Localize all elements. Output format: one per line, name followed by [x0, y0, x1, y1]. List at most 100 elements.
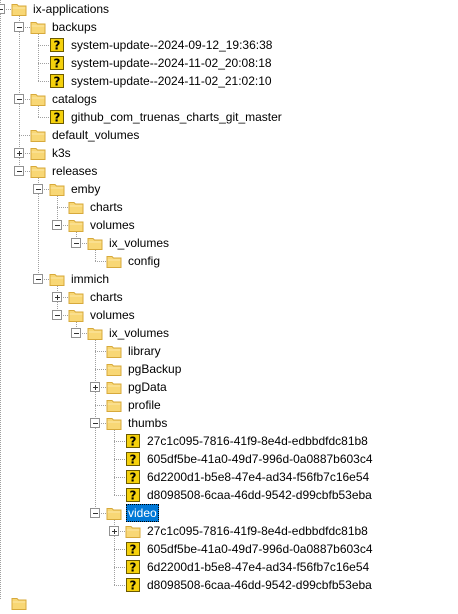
- unknown-file-icon: ?: [125, 469, 141, 485]
- tree-guide-line: [38, 171, 39, 279]
- collapse-toggle-icon[interactable]: [90, 508, 100, 518]
- tree-row[interactable]: ?6d2200d1-b5e8-47e4-ad34-f56fb7c16e54: [0, 558, 458, 576]
- folder-icon: [87, 325, 103, 341]
- tree-row[interactable]: charts: [0, 288, 458, 306]
- tree-item-label[interactable]: system-update--2024-09-12_19:36:38: [71, 38, 273, 52]
- svg-text:?: ?: [130, 543, 137, 557]
- tree-row[interactable]: pgData: [0, 378, 458, 396]
- tree-item-label[interactable]: 27c1c095-7816-41f9-8e4d-edbbdfdc81b8: [147, 434, 368, 448]
- svg-text:?: ?: [130, 489, 137, 503]
- folder-icon: [11, 595, 27, 611]
- tree-item-label[interactable]: 27c1c095-7816-41f9-8e4d-edbbdfdc81b8: [147, 524, 368, 538]
- folder-icon: [30, 19, 46, 35]
- tree-row[interactable]: ?27c1c095-7816-41f9-8e4d-edbbdfdc81b8: [0, 432, 458, 450]
- collapse-toggle-icon[interactable]: [14, 22, 24, 32]
- tree-item-label[interactable]: ix_volumes: [109, 236, 170, 250]
- tree-row[interactable]: profile: [0, 396, 458, 414]
- tree-guide-line: [38, 45, 51, 46]
- tree-row[interactable]: 27c1c095-7816-41f9-8e4d-edbbdfdc81b8: [0, 522, 458, 540]
- tree-item-label[interactable]: profile: [128, 398, 161, 412]
- svg-text:?: ?: [54, 75, 61, 89]
- tree-row[interactable]: backups: [0, 18, 458, 36]
- collapse-toggle-icon[interactable]: [14, 94, 24, 104]
- tree-item-label[interactable]: 6d2200d1-b5e8-47e4-ad34-f56fb7c16e54: [147, 560, 370, 574]
- tree-item-label[interactable]: default_volumes: [52, 128, 140, 142]
- tree-item-label[interactable]: 6d2200d1-b5e8-47e4-ad34-f56fb7c16e54: [147, 470, 370, 484]
- collapse-toggle-icon[interactable]: [52, 220, 62, 230]
- tree-row[interactable]: volumes: [0, 216, 458, 234]
- expand-toggle-icon[interactable]: [109, 526, 119, 536]
- collapse-toggle-icon[interactable]: [71, 238, 81, 248]
- tree-item-label[interactable]: thumbs: [128, 416, 168, 430]
- tree-item-label[interactable]: k3s: [52, 146, 71, 160]
- tree-item-label[interactable]: 605df5be-41a0-49d7-996d-0a0887b603c4: [147, 542, 373, 556]
- collapse-toggle-icon[interactable]: [71, 328, 81, 338]
- tree-row[interactable]: catalogs: [0, 90, 458, 108]
- tree-row[interactable]: config: [0, 252, 458, 270]
- tree-item-label[interactable]: releases: [52, 164, 98, 178]
- expand-toggle-icon[interactable]: [90, 382, 100, 392]
- collapse-toggle-icon[interactable]: [52, 310, 62, 320]
- tree-item-label[interactable]: ix_volumes: [109, 326, 170, 340]
- tree-guide-line: [38, 189, 51, 190]
- tree-row[interactable]: library: [0, 342, 458, 360]
- tree-row[interactable]: ?system-update--2024-09-12_19:36:38: [0, 36, 458, 54]
- tree-item-label[interactable]: pgData: [128, 380, 167, 394]
- collapse-toggle-icon[interactable]: [90, 418, 100, 428]
- tree-item-label[interactable]: charts: [90, 200, 123, 214]
- folder-icon: [11, 1, 27, 17]
- tree-item-label[interactable]: system-update--2024-11-02_20:08:18: [71, 56, 272, 70]
- tree-item-label[interactable]: system-update--2024-11-02_21:02:10: [71, 74, 272, 88]
- tree-item-label[interactable]: backups: [52, 20, 97, 34]
- tree-row[interactable]: pgBackup: [0, 360, 458, 378]
- tree-row[interactable]: ? d8098508-6caa-46dd-9542-d99cbfb53eba: [0, 486, 458, 504]
- tree-row[interactable]: video: [0, 504, 458, 522]
- tree-row[interactable]: k3s: [0, 144, 458, 162]
- tree-item-label[interactable]: library: [128, 344, 161, 358]
- tree-item-label[interactable]: volumes: [90, 308, 135, 322]
- collapse-toggle-icon[interactable]: [33, 184, 43, 194]
- tree-item-label[interactable]: d8098508-6caa-46dd-9542-d99cbfb53eba: [147, 488, 372, 502]
- tree-row[interactable]: ?605df5be-41a0-49d7-996d-0a0887b603c4: [0, 450, 458, 468]
- tree-item-label[interactable]: pgBackup: [128, 362, 182, 376]
- tree-row[interactable]: charts: [0, 198, 458, 216]
- tree-row[interactable]: emby: [0, 180, 458, 198]
- tree-row[interactable]: volumes: [0, 306, 458, 324]
- tree-item-label[interactable]: 605df5be-41a0-49d7-996d-0a0887b603c4: [147, 452, 373, 466]
- tree-item-label[interactable]: github_com_truenas_charts_git_master: [71, 110, 282, 124]
- folder-icon: [106, 397, 122, 413]
- tree-row[interactable]: ?system-update--2024-11-02_20:08:18: [0, 54, 458, 72]
- tree-item-label[interactable]: video: [126, 504, 159, 522]
- tree-row-partial[interactable]: [0, 594, 458, 612]
- tree-item-label[interactable]: immich: [71, 272, 109, 286]
- tree-item-label[interactable]: catalogs: [52, 92, 97, 106]
- tree-row[interactable]: ? 605df5be-41a0-49d7-996d-0a0887b603c4: [0, 540, 458, 558]
- collapse-toggle-icon[interactable]: [14, 166, 24, 176]
- collapse-toggle-icon[interactable]: [33, 274, 43, 284]
- tree-item-label[interactable]: emby: [71, 182, 101, 196]
- tree-item-label[interactable]: ix-applications: [33, 2, 110, 16]
- tree-row[interactable]: ? github_com_truenas_charts_git_master: [0, 108, 458, 126]
- tree-row[interactable]: ?d8098508-6caa-46dd-9542-d99cbfb53eba: [0, 576, 458, 594]
- tree-item-label[interactable]: charts: [90, 290, 123, 304]
- folder-icon: [87, 235, 103, 251]
- folder-icon: [106, 253, 122, 269]
- svg-text:?: ?: [54, 111, 61, 125]
- expand-toggle-icon[interactable]: [52, 292, 62, 302]
- tree-row[interactable]: default_volumes: [0, 126, 458, 144]
- tree-row[interactable]: ix-applications: [0, 0, 458, 18]
- folder-icon: [106, 343, 122, 359]
- tree-row[interactable]: releases: [0, 162, 458, 180]
- tree-item-label[interactable]: d8098508-6caa-46dd-9542-d99cbfb53eba: [147, 578, 372, 592]
- tree-item-label[interactable]: config: [128, 254, 161, 268]
- collapse-toggle-icon[interactable]: [0, 4, 5, 14]
- tree-row[interactable]: ? system-update--2024-11-02_21:02:10: [0, 72, 458, 90]
- tree-row[interactable]: ix_volumes: [0, 234, 458, 252]
- tree-row[interactable]: ix_volumes: [0, 324, 458, 342]
- expand-toggle-icon[interactable]: [14, 148, 24, 158]
- tree-row[interactable]: immich: [0, 270, 458, 288]
- tree-row[interactable]: ? 6d2200d1-b5e8-47e4-ad34-f56fb7c16e54: [0, 468, 458, 486]
- tree-item-label[interactable]: volumes: [90, 218, 135, 232]
- tree-row[interactable]: thumbs: [0, 414, 458, 432]
